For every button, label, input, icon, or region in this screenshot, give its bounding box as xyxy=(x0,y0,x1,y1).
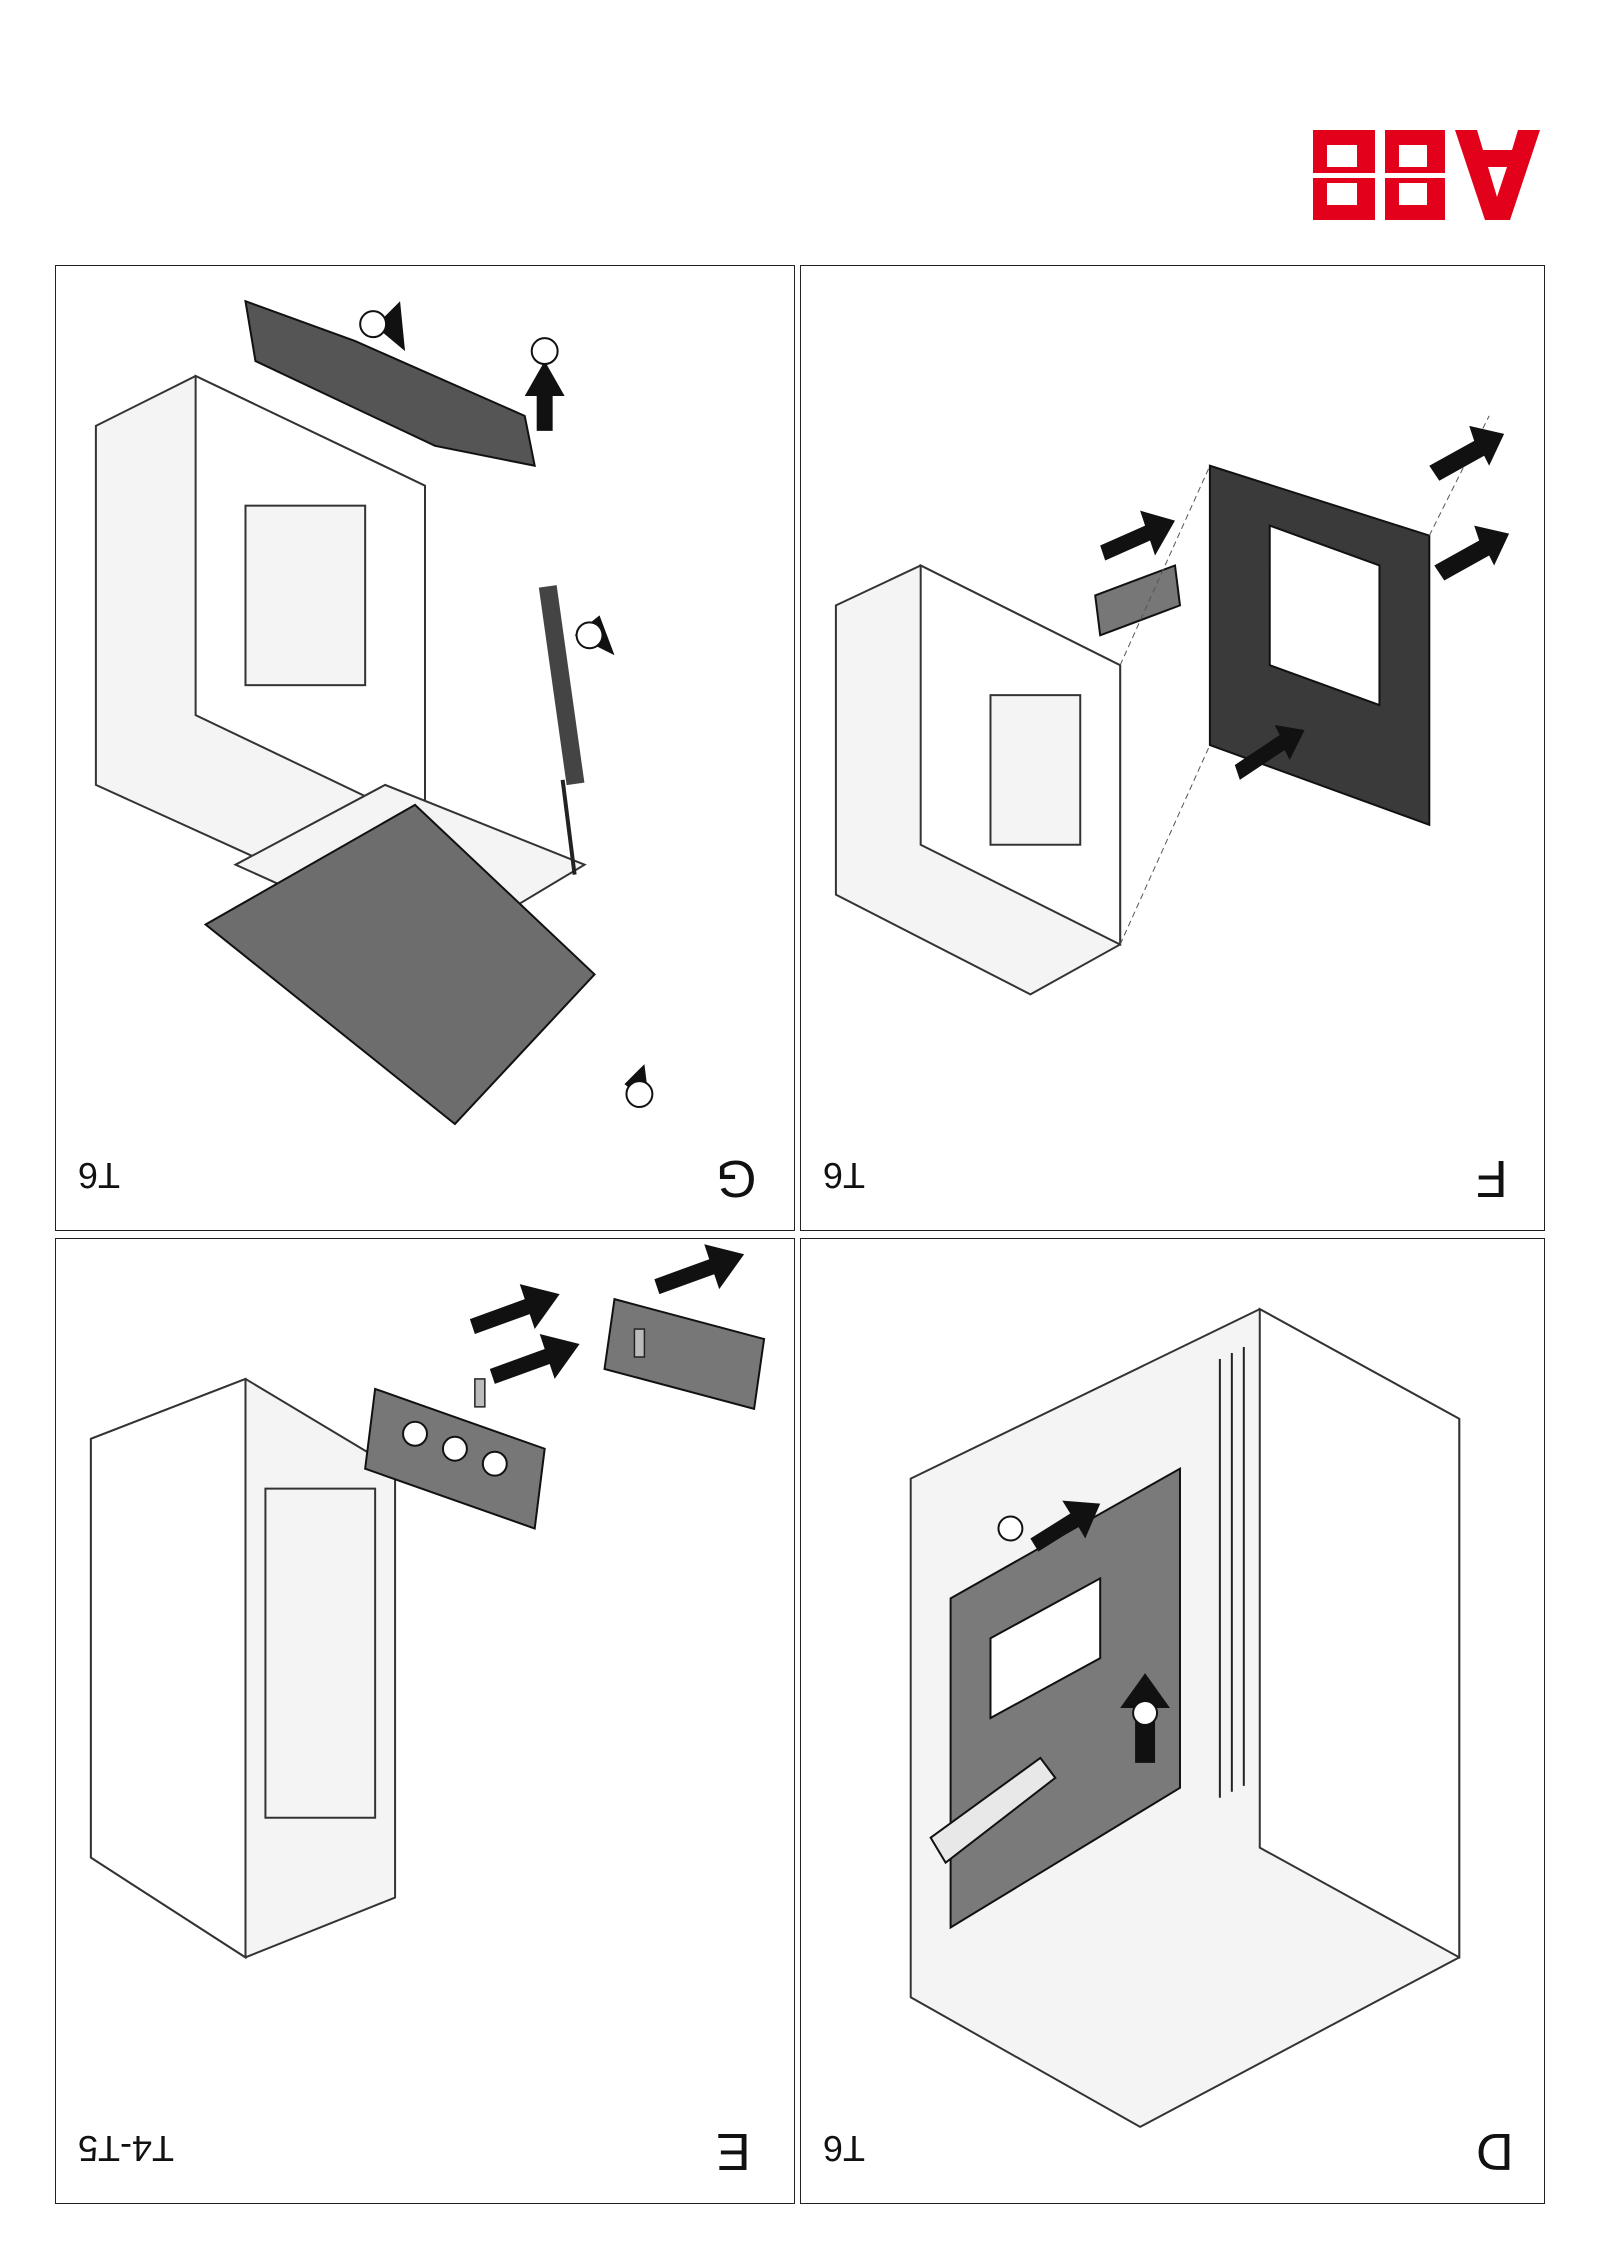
panel-e: E T4-T5 xyxy=(55,1238,795,2204)
panel-d: D T6 xyxy=(800,1238,1545,2204)
model-label: T6 xyxy=(78,1155,121,1196)
breaker-illustration xyxy=(909,1307,1461,2129)
panel-letter: F xyxy=(1476,1149,1508,1207)
panel-letter: G xyxy=(716,1149,757,1207)
panel-g: G T6 xyxy=(55,265,795,1231)
panel-letter: E xyxy=(716,2122,751,2180)
breaker-illustration xyxy=(834,415,1510,996)
model-label: T6 xyxy=(823,2128,866,2169)
panel-letter: D xyxy=(1476,2122,1514,2180)
panel-f: F T6 xyxy=(800,265,1545,1231)
model-label: T6 xyxy=(823,1155,866,1196)
breaker-illustration xyxy=(94,299,654,1126)
abb-logo xyxy=(1313,130,1540,220)
model-label: T4-T5 xyxy=(78,2128,175,2169)
breaker-illustration xyxy=(89,1244,766,1960)
